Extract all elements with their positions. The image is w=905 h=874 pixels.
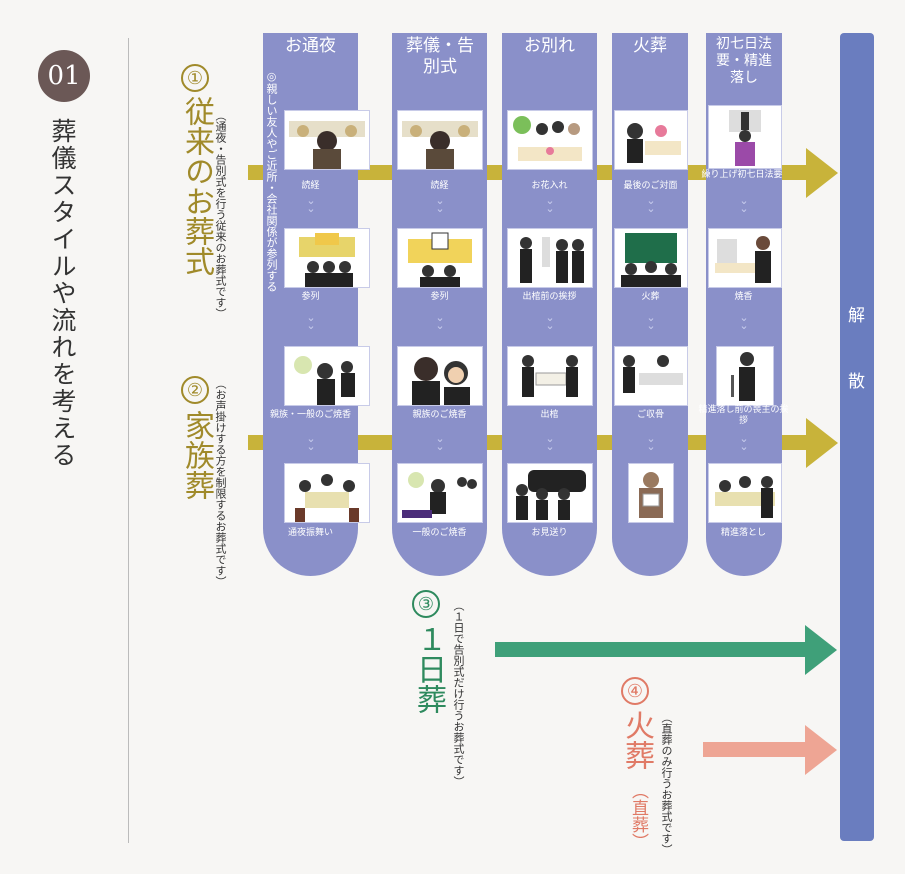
route-1-desc: （通夜・告別式を行う従来のお葬式です） bbox=[214, 110, 227, 319]
kaisan-bar: 解 散 bbox=[840, 33, 874, 841]
chevron-down-icon: ⌄⌄ bbox=[545, 194, 554, 215]
step-caption: 精進落し前の喪主の挨拶 bbox=[698, 405, 789, 426]
route-4-desc: （直葬のみ行うお葬式です） bbox=[660, 712, 673, 855]
column-title: 葬儀・告別式 bbox=[406, 36, 474, 77]
step-caption: ご収骨 bbox=[636, 410, 664, 420]
column-title: 火葬 bbox=[633, 36, 667, 56]
column-title: お別れ bbox=[524, 36, 575, 56]
step-caption: 参列 bbox=[301, 292, 320, 302]
route-4-name: 火葬 bbox=[619, 710, 654, 770]
step-image-shoko bbox=[708, 228, 782, 288]
route-4-arrowhead bbox=[805, 725, 837, 775]
step-image-sanretsu bbox=[397, 228, 483, 288]
step-image-shukkanmae bbox=[507, 228, 593, 288]
step-image-shonanoka bbox=[708, 105, 782, 169]
step-caption: お花入れ bbox=[531, 181, 568, 191]
step-image-ohanaire bbox=[507, 110, 593, 170]
route-1-arrowhead bbox=[806, 148, 838, 198]
chevron-down-icon: ⌄⌄ bbox=[306, 311, 315, 332]
route-2-arrowhead bbox=[806, 418, 838, 468]
column-note: ◎親しい友人やご近所・会社関係が参列する bbox=[265, 70, 278, 292]
step-image-shukkan bbox=[507, 346, 593, 406]
route-3-arrowhead bbox=[805, 625, 837, 675]
route-4-bar bbox=[703, 742, 807, 757]
step-image-dokkyo bbox=[397, 110, 483, 170]
chevron-down-icon: ⌄⌄ bbox=[435, 194, 444, 215]
step-caption: お見送り bbox=[531, 528, 568, 538]
step-caption: 通夜振舞い bbox=[287, 528, 333, 538]
step-caption: 出棺前の挨拶 bbox=[522, 292, 577, 302]
divider bbox=[128, 38, 129, 843]
step-image-shojin-otoshi bbox=[708, 463, 782, 523]
route-3-number: ③ bbox=[412, 590, 440, 618]
step-image-dokkyo bbox=[284, 110, 370, 170]
step-caption: 焼香 bbox=[734, 292, 753, 302]
route-3-name: １日葬 bbox=[411, 624, 446, 714]
step-caption: 読経 bbox=[430, 181, 449, 191]
chevron-down-icon: ⌄⌄ bbox=[646, 432, 655, 453]
route-2-number: ② bbox=[181, 376, 209, 404]
route-4-name-sub: （直葬） bbox=[628, 782, 648, 850]
route-1-name: 従来のお葬式 bbox=[179, 96, 214, 276]
step-caption: 繰り上げ初七日法要 bbox=[701, 170, 783, 180]
section-number-badge: 01 bbox=[38, 50, 90, 102]
chevron-down-icon: ⌄⌄ bbox=[435, 311, 444, 332]
chevron-down-icon: ⌄⌄ bbox=[646, 194, 655, 215]
step-image-kasou bbox=[614, 228, 688, 288]
step-caption: 一般のご焼香 bbox=[412, 528, 467, 538]
chevron-down-icon: ⌄⌄ bbox=[739, 194, 748, 215]
section-title: 葬儀スタイルや流れを考える bbox=[48, 118, 77, 469]
step-image-taimen bbox=[614, 110, 688, 170]
route-1-number: ① bbox=[181, 64, 209, 92]
step-image-shinzoku-shoko bbox=[397, 346, 483, 406]
chevron-down-icon: ⌄⌄ bbox=[306, 194, 315, 215]
route-3-bar bbox=[495, 642, 807, 657]
chevron-down-icon: ⌄⌄ bbox=[545, 311, 554, 332]
step-image-aisatsu bbox=[716, 346, 774, 406]
route-3-desc: （１日で告別式だけ行うお葬式です） bbox=[452, 600, 465, 787]
step-image-kotsutsubo bbox=[628, 463, 674, 523]
step-caption: 親族・一般のご焼香 bbox=[269, 410, 351, 420]
route-2-name: 家族葬 bbox=[179, 410, 214, 500]
step-caption: 精進落とし bbox=[720, 528, 766, 538]
step-caption: 参列 bbox=[430, 292, 449, 302]
step-image-omiokuri bbox=[507, 463, 593, 523]
chevron-down-icon: ⌄⌄ bbox=[646, 311, 655, 332]
kaisan-char-1: 解 bbox=[848, 306, 865, 326]
route-4-number: ④ bbox=[621, 677, 649, 705]
step-image-shukotsu bbox=[614, 346, 688, 406]
kaisan-char-2: 散 bbox=[848, 372, 865, 392]
chevron-down-icon: ⌄⌄ bbox=[545, 432, 554, 453]
step-caption: 最後のご対面 bbox=[623, 181, 678, 191]
column-title: 初七日法要・精進落し bbox=[716, 36, 772, 86]
chevron-down-icon: ⌄⌄ bbox=[306, 432, 315, 453]
step-image-oshoko bbox=[284, 346, 370, 406]
step-image-ippan-shoko bbox=[397, 463, 483, 523]
step-caption: 親族のご焼香 bbox=[412, 410, 467, 420]
chevron-down-icon: ⌄⌄ bbox=[435, 432, 444, 453]
step-image-tsuyaburumai bbox=[284, 463, 370, 523]
column-title: お通夜 bbox=[285, 36, 336, 56]
step-image-sanretsu bbox=[284, 228, 370, 288]
step-caption: 出棺 bbox=[540, 410, 559, 420]
step-caption: 火葬 bbox=[641, 292, 660, 302]
chevron-down-icon: ⌄⌄ bbox=[739, 311, 748, 332]
step-caption: 読経 bbox=[301, 181, 320, 191]
route-2-desc: （お声掛けする方を制限するお葬式です） bbox=[214, 378, 227, 587]
chevron-down-icon: ⌄⌄ bbox=[739, 432, 748, 453]
